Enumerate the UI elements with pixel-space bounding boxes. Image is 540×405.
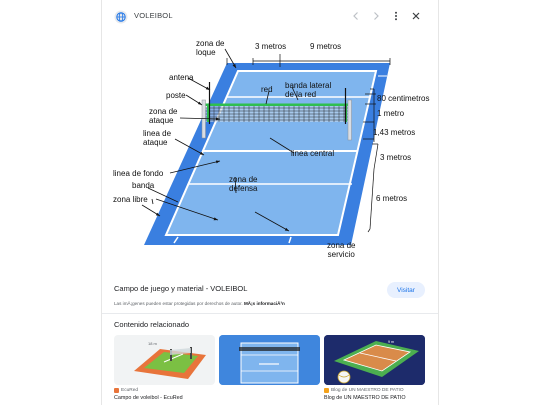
label-poste: poste: [166, 91, 186, 100]
copyright-notice: Las imÃ¡genes pueden estar protegidas po…: [114, 301, 285, 306]
related-source: Blog de UN MAESTRO DE PATIO: [324, 388, 425, 393]
chevron-left-icon: [353, 12, 358, 20]
previous-image-button[interactable]: [348, 8, 364, 24]
label-banda: banda: [132, 181, 155, 190]
source-favicon-icon: [324, 388, 329, 393]
label-3-metros-top: 3 metros: [255, 42, 287, 51]
more-options-button[interactable]: [388, 8, 404, 24]
label-linea-de-fondo: linea de fondo: [113, 169, 164, 178]
net-side-band-left: [207, 104, 209, 122]
label-arrows: [141, 48, 299, 232]
related-thumbnail[interactable]: [219, 335, 320, 385]
more-info-link[interactable]: MÃ¡s informaciÃ³n: [243, 301, 285, 306]
label-1-metro: 1 metro: [377, 109, 405, 118]
related-title[interactable]: Campo de voleibol - EcuRed: [114, 395, 183, 401]
image-preview-panel: VOLEIBOL: [102, 0, 438, 405]
label-9-metros: 9 metros: [310, 42, 342, 51]
next-image-button[interactable]: [368, 8, 384, 24]
service-zone-mark-right: [288, 236, 292, 244]
label-3-metros-side: 3 metros: [380, 153, 412, 162]
related-thumbnail[interactable]: 18 m: [114, 335, 215, 385]
label-antena: antena: [169, 73, 194, 82]
related-card[interactable]: 9 m Blog de UN MAESTRO DE PATIO Blog de …: [324, 335, 425, 401]
label-zona-libre: zona libre: [113, 195, 148, 204]
close-icon: [412, 12, 420, 20]
related-title[interactable]: Blog de UN MAESTRO DE PATIO: [324, 395, 406, 401]
more-vert-icon: [395, 11, 397, 21]
post-right: [347, 99, 352, 141]
volleyball-court-diagram: [141, 48, 391, 245]
source-favicon-icon: [114, 388, 119, 393]
visit-button[interactable]: Visitar: [387, 282, 425, 298]
label-1-43-metros: 1,43 metros: [373, 128, 416, 137]
net-top-band: [204, 103, 350, 106]
related-source: EcuRed: [114, 388, 215, 393]
panel-left-edge: [101, 0, 102, 405]
related-thumbnail[interactable]: 9 m: [324, 335, 425, 385]
related-card[interactable]: 18 m EcuRed Campo de voleibol - EcuRed: [114, 335, 215, 401]
svg-text:18 m: 18 m: [148, 341, 158, 346]
close-preview-button[interactable]: [408, 8, 424, 24]
label-linea-central: linea central: [291, 149, 335, 158]
related-image-court-perspective: 9 m: [324, 335, 425, 385]
related-content-heading: Contenido relacionado: [114, 320, 190, 329]
service-zone-mark-left: [173, 236, 179, 244]
label-red: red: [261, 85, 273, 94]
image-title[interactable]: Campo de juego y material - VOLEIBOL: [114, 284, 248, 293]
section-divider: [102, 313, 438, 314]
panel-right-edge: [438, 0, 439, 405]
related-image-court-3d: 18 m: [114, 335, 215, 385]
globe-icon: [114, 10, 128, 24]
chevron-right-icon: [374, 12, 379, 20]
label-80-centimetros: 80 centimetros: [377, 94, 430, 103]
copyright-text: Las imÃ¡genes pueden estar protegidas po…: [114, 301, 244, 306]
preview-header: VOLEIBOL: [102, 0, 438, 34]
label-6-metros: 6 metros: [376, 194, 408, 203]
net: [204, 103, 350, 122]
related-image-court-top: [219, 335, 320, 385]
related-card[interactable]: [219, 335, 320, 390]
dimension-lines: [226, 54, 391, 233]
svg-text:9 m: 9 m: [388, 340, 394, 344]
source-site-name[interactable]: VOLEIBOL: [134, 11, 173, 20]
